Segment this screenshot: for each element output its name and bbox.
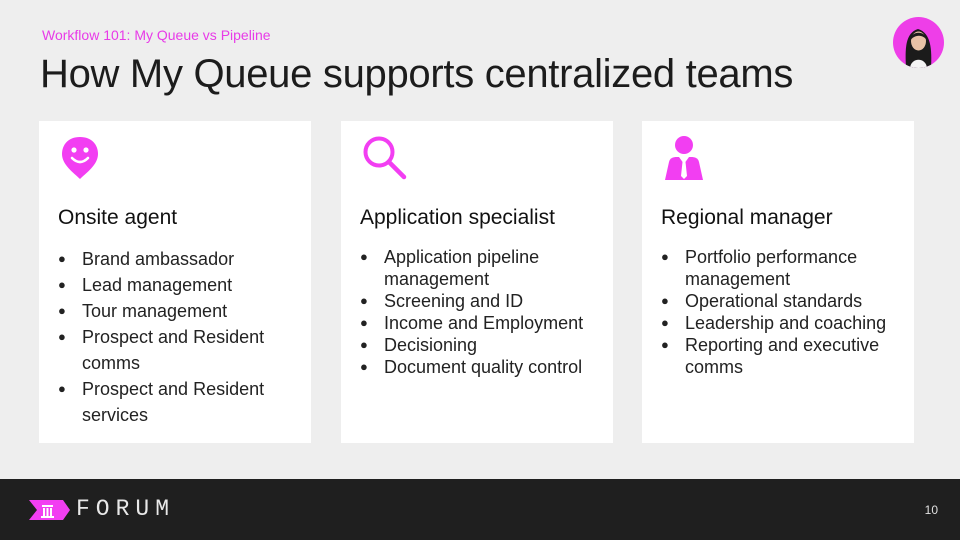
- list-item: Document quality control: [360, 356, 593, 378]
- slide-title: How My Queue supports centralized teams: [40, 52, 794, 96]
- list-item: Brand ambassador: [58, 246, 291, 272]
- role-card-application-specialist: Application specialist Application pipel…: [341, 121, 613, 443]
- list-item: Application pipeline management: [360, 246, 593, 290]
- card-heading: Regional manager: [661, 206, 833, 229]
- role-card-onsite-agent: Onsite agent Brand ambassador Lead manag…: [39, 121, 311, 443]
- list-item: Leadership and coaching: [661, 312, 894, 334]
- list-item: Decisioning: [360, 334, 593, 356]
- forum-logo-icon: [29, 498, 71, 527]
- card-heading: Onsite agent: [58, 206, 178, 229]
- list-item: Prospect and Resident comms: [58, 324, 291, 376]
- list-item: Reporting and executive comms: [661, 334, 894, 378]
- card-bullet-list: Portfolio performance management Operati…: [661, 246, 894, 378]
- brand-name: FORUM: [76, 496, 176, 522]
- card-heading: Application specialist: [360, 206, 555, 229]
- list-item: Tour management: [58, 298, 291, 324]
- list-item: Prospect and Resident services: [58, 376, 291, 428]
- presenter-avatar: [893, 17, 944, 68]
- footer-bar: FORUM 10: [0, 479, 960, 540]
- list-item: Income and Employment: [360, 312, 593, 334]
- smiley-pin-icon: [60, 135, 106, 181]
- page-number: 10: [924, 503, 938, 517]
- list-item: Screening and ID: [360, 290, 593, 312]
- list-item: Lead management: [58, 272, 291, 298]
- card-bullet-list: Application pipeline management Screenin…: [360, 246, 593, 378]
- list-item: Operational standards: [661, 290, 894, 312]
- list-item: Portfolio performance management: [661, 246, 894, 290]
- magnifier-icon: [362, 135, 408, 181]
- role-card-regional-manager: Regional manager Portfolio performance m…: [642, 121, 914, 443]
- slide-subtitle: Workflow 101: My Queue vs Pipeline: [42, 27, 271, 43]
- card-bullet-list: Brand ambassador Lead management Tour ma…: [58, 246, 291, 428]
- manager-person-icon: [663, 135, 709, 181]
